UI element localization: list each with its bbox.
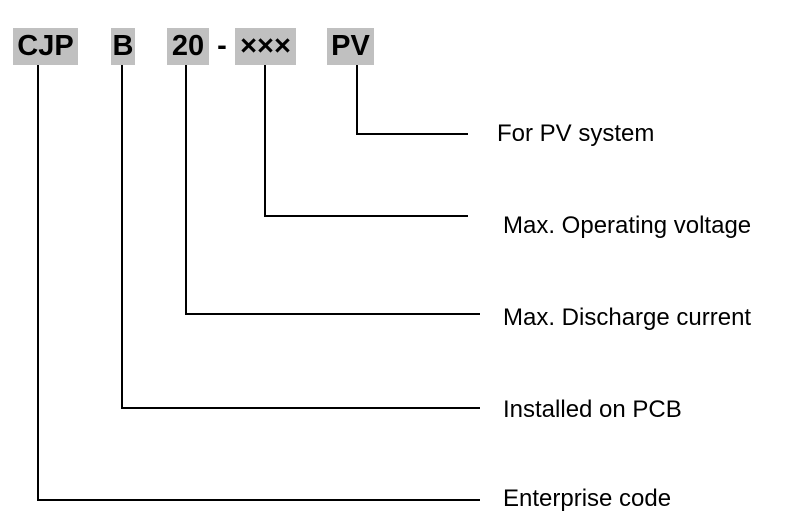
connector-voltage	[264, 65, 468, 217]
label-voltage: Max. Operating voltage	[503, 212, 752, 239]
connector-mounting	[121, 65, 480, 409]
code-segment-voltage: ×××	[235, 28, 296, 65]
connector-current	[185, 65, 480, 315]
label-current: Max. Discharge current	[503, 304, 752, 331]
connector-enterprise	[37, 65, 480, 501]
label-application: For PV system	[497, 120, 655, 147]
connector-application	[356, 65, 468, 135]
code-segment-application: PV	[327, 28, 374, 65]
label-enterprise: Enterprise code	[503, 485, 672, 512]
label-mounting: Installed on PCB	[503, 396, 682, 423]
code-segment-current: 20	[167, 28, 209, 65]
code-segment-enterprise: CJP	[13, 28, 78, 65]
code-segment-mounting: B	[111, 28, 135, 65]
code-separator: -	[217, 30, 227, 62]
